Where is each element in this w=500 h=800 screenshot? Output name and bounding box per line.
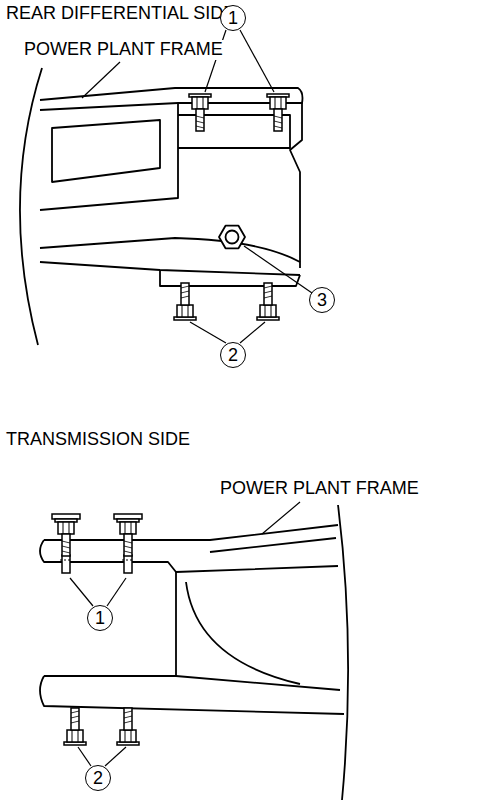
callout-number: 3	[309, 287, 335, 313]
callout-number: 2	[220, 342, 246, 368]
section-heading: REAR DIFFERENTIAL SIDE	[4, 4, 237, 24]
callout-number: 2	[85, 765, 111, 791]
callout-number: 1	[87, 605, 113, 631]
callout-number: 1	[220, 5, 246, 31]
part-name: POWER PLANT FRAME	[22, 40, 225, 60]
part-name: POWER PLANT FRAME	[218, 479, 421, 499]
section-heading: TRANSMISSION SIDE	[4, 430, 192, 450]
